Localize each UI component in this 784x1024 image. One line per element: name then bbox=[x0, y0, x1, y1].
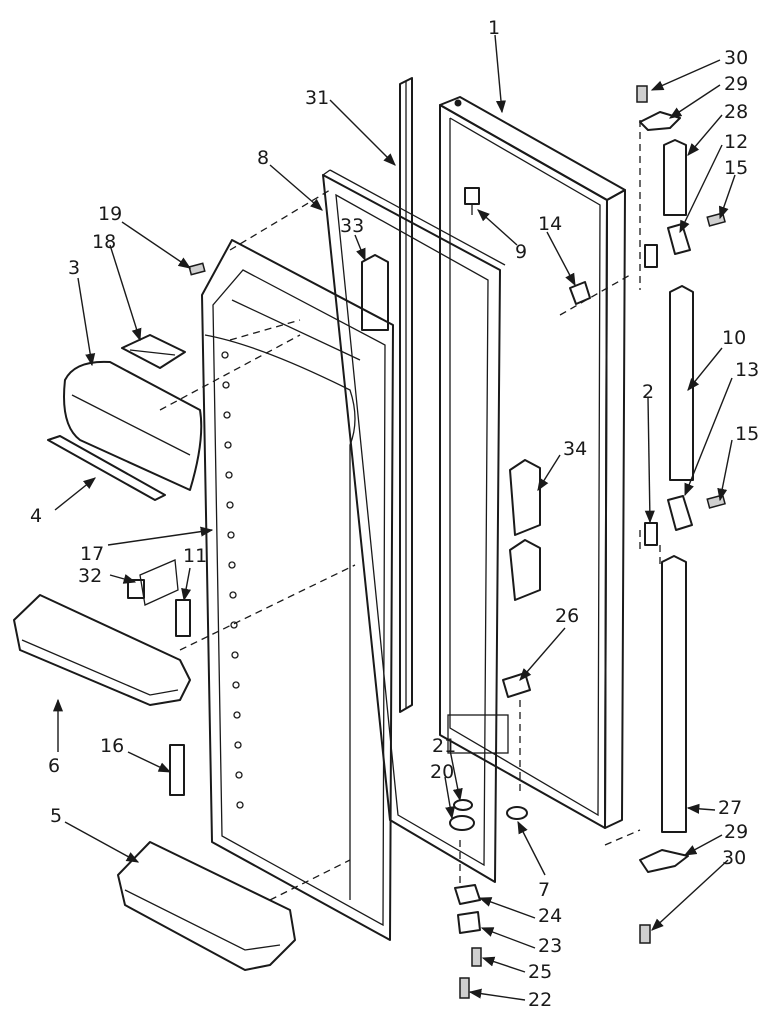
door-bumper bbox=[569, 281, 591, 305]
inner-door-liner bbox=[201, 239, 394, 941]
callout-28: 28 bbox=[724, 101, 748, 123]
hinge-plate-24 bbox=[454, 884, 481, 905]
bracket-32 bbox=[127, 559, 179, 606]
callout-19: 19 bbox=[98, 203, 122, 225]
callout-24: 24 bbox=[538, 905, 562, 927]
callout-1: 1 bbox=[488, 17, 500, 39]
callout-13: 13 bbox=[735, 359, 759, 381]
door-bin-upper bbox=[13, 594, 191, 706]
handle-bracket-13 bbox=[667, 495, 693, 531]
callout-12: 12 bbox=[724, 131, 748, 153]
callout-16: 16 bbox=[100, 735, 124, 757]
bracket-11 bbox=[175, 599, 191, 637]
callout-22: 22 bbox=[528, 989, 552, 1011]
handle-middle-10 bbox=[669, 285, 694, 481]
callout-25: 25 bbox=[528, 961, 552, 983]
screw-25 bbox=[471, 947, 482, 967]
screw-22 bbox=[459, 977, 470, 999]
outer-door-panel bbox=[439, 96, 626, 829]
dairy-compartment-door bbox=[63, 360, 203, 491]
vertical-trim-strip bbox=[399, 77, 413, 713]
callout-32: 32 bbox=[78, 565, 102, 587]
screw-15-upper bbox=[706, 212, 726, 227]
callout-15-bottom: 15 bbox=[735, 423, 759, 445]
small-strip bbox=[361, 254, 389, 331]
callout-15-top: 15 bbox=[724, 157, 748, 179]
callout-8: 8 bbox=[257, 147, 269, 169]
callout-labels: 1 30 29 28 12 15 31 8 9 14 33 19 18 3 10… bbox=[30, 17, 759, 1011]
handle-bracket-12 bbox=[667, 223, 691, 255]
callout-17: 17 bbox=[80, 543, 104, 565]
callout-7: 7 bbox=[538, 879, 550, 901]
washer-21 bbox=[453, 799, 473, 811]
handle-lower-27 bbox=[661, 555, 687, 833]
callout-27: 27 bbox=[718, 797, 742, 819]
callout-6: 6 bbox=[48, 755, 60, 777]
callout-23: 23 bbox=[538, 935, 562, 957]
dairy-door-hinge-bar bbox=[47, 435, 166, 501]
foam-block-lower bbox=[509, 539, 541, 601]
handle-end-cap-lower-29 bbox=[639, 849, 689, 873]
callout-29-bottom: 29 bbox=[724, 821, 748, 843]
bushing-7 bbox=[506, 806, 528, 820]
bracket-16 bbox=[169, 744, 185, 796]
callout-33: 33 bbox=[340, 215, 364, 237]
screw-19 bbox=[188, 262, 206, 276]
callout-14: 14 bbox=[538, 213, 562, 235]
callout-26: 26 bbox=[555, 605, 579, 627]
handle-clip-2-upper bbox=[644, 244, 658, 268]
screw-30-lower bbox=[639, 924, 651, 944]
callout-10: 10 bbox=[722, 327, 746, 349]
callout-30-top: 30 bbox=[724, 47, 748, 69]
hinge-pin-23 bbox=[457, 911, 481, 934]
screw-30-upper bbox=[636, 85, 648, 103]
callout-4: 4 bbox=[30, 505, 42, 527]
callout-18: 18 bbox=[92, 231, 116, 253]
handle-cap-upper-28 bbox=[663, 139, 687, 216]
callout-2: 2 bbox=[642, 381, 654, 403]
callout-leaders bbox=[52, 34, 736, 1001]
callout-11: 11 bbox=[183, 545, 207, 567]
callout-34: 34 bbox=[563, 438, 587, 460]
door-bin-lower bbox=[117, 841, 296, 971]
callout-30-bottom: 30 bbox=[722, 847, 746, 869]
shelf-peg-holes bbox=[221, 351, 244, 809]
handle-end-cap-upper-29 bbox=[639, 111, 681, 131]
screw-15-lower bbox=[706, 494, 726, 509]
callout-5: 5 bbox=[50, 805, 62, 827]
washer-20 bbox=[449, 815, 475, 831]
callout-31: 31 bbox=[305, 87, 329, 109]
door-plug bbox=[464, 187, 480, 215]
callout-3: 3 bbox=[68, 257, 80, 279]
callout-21: 21 bbox=[432, 735, 456, 757]
callout-9: 9 bbox=[515, 241, 527, 263]
handle-clip-2-lower bbox=[644, 522, 658, 546]
callout-20: 20 bbox=[430, 761, 454, 783]
callout-29-top: 29 bbox=[724, 73, 748, 95]
foam-block-upper bbox=[509, 459, 541, 536]
small-tray bbox=[121, 334, 186, 369]
door-stop bbox=[502, 672, 531, 698]
door-gasket bbox=[322, 169, 506, 883]
